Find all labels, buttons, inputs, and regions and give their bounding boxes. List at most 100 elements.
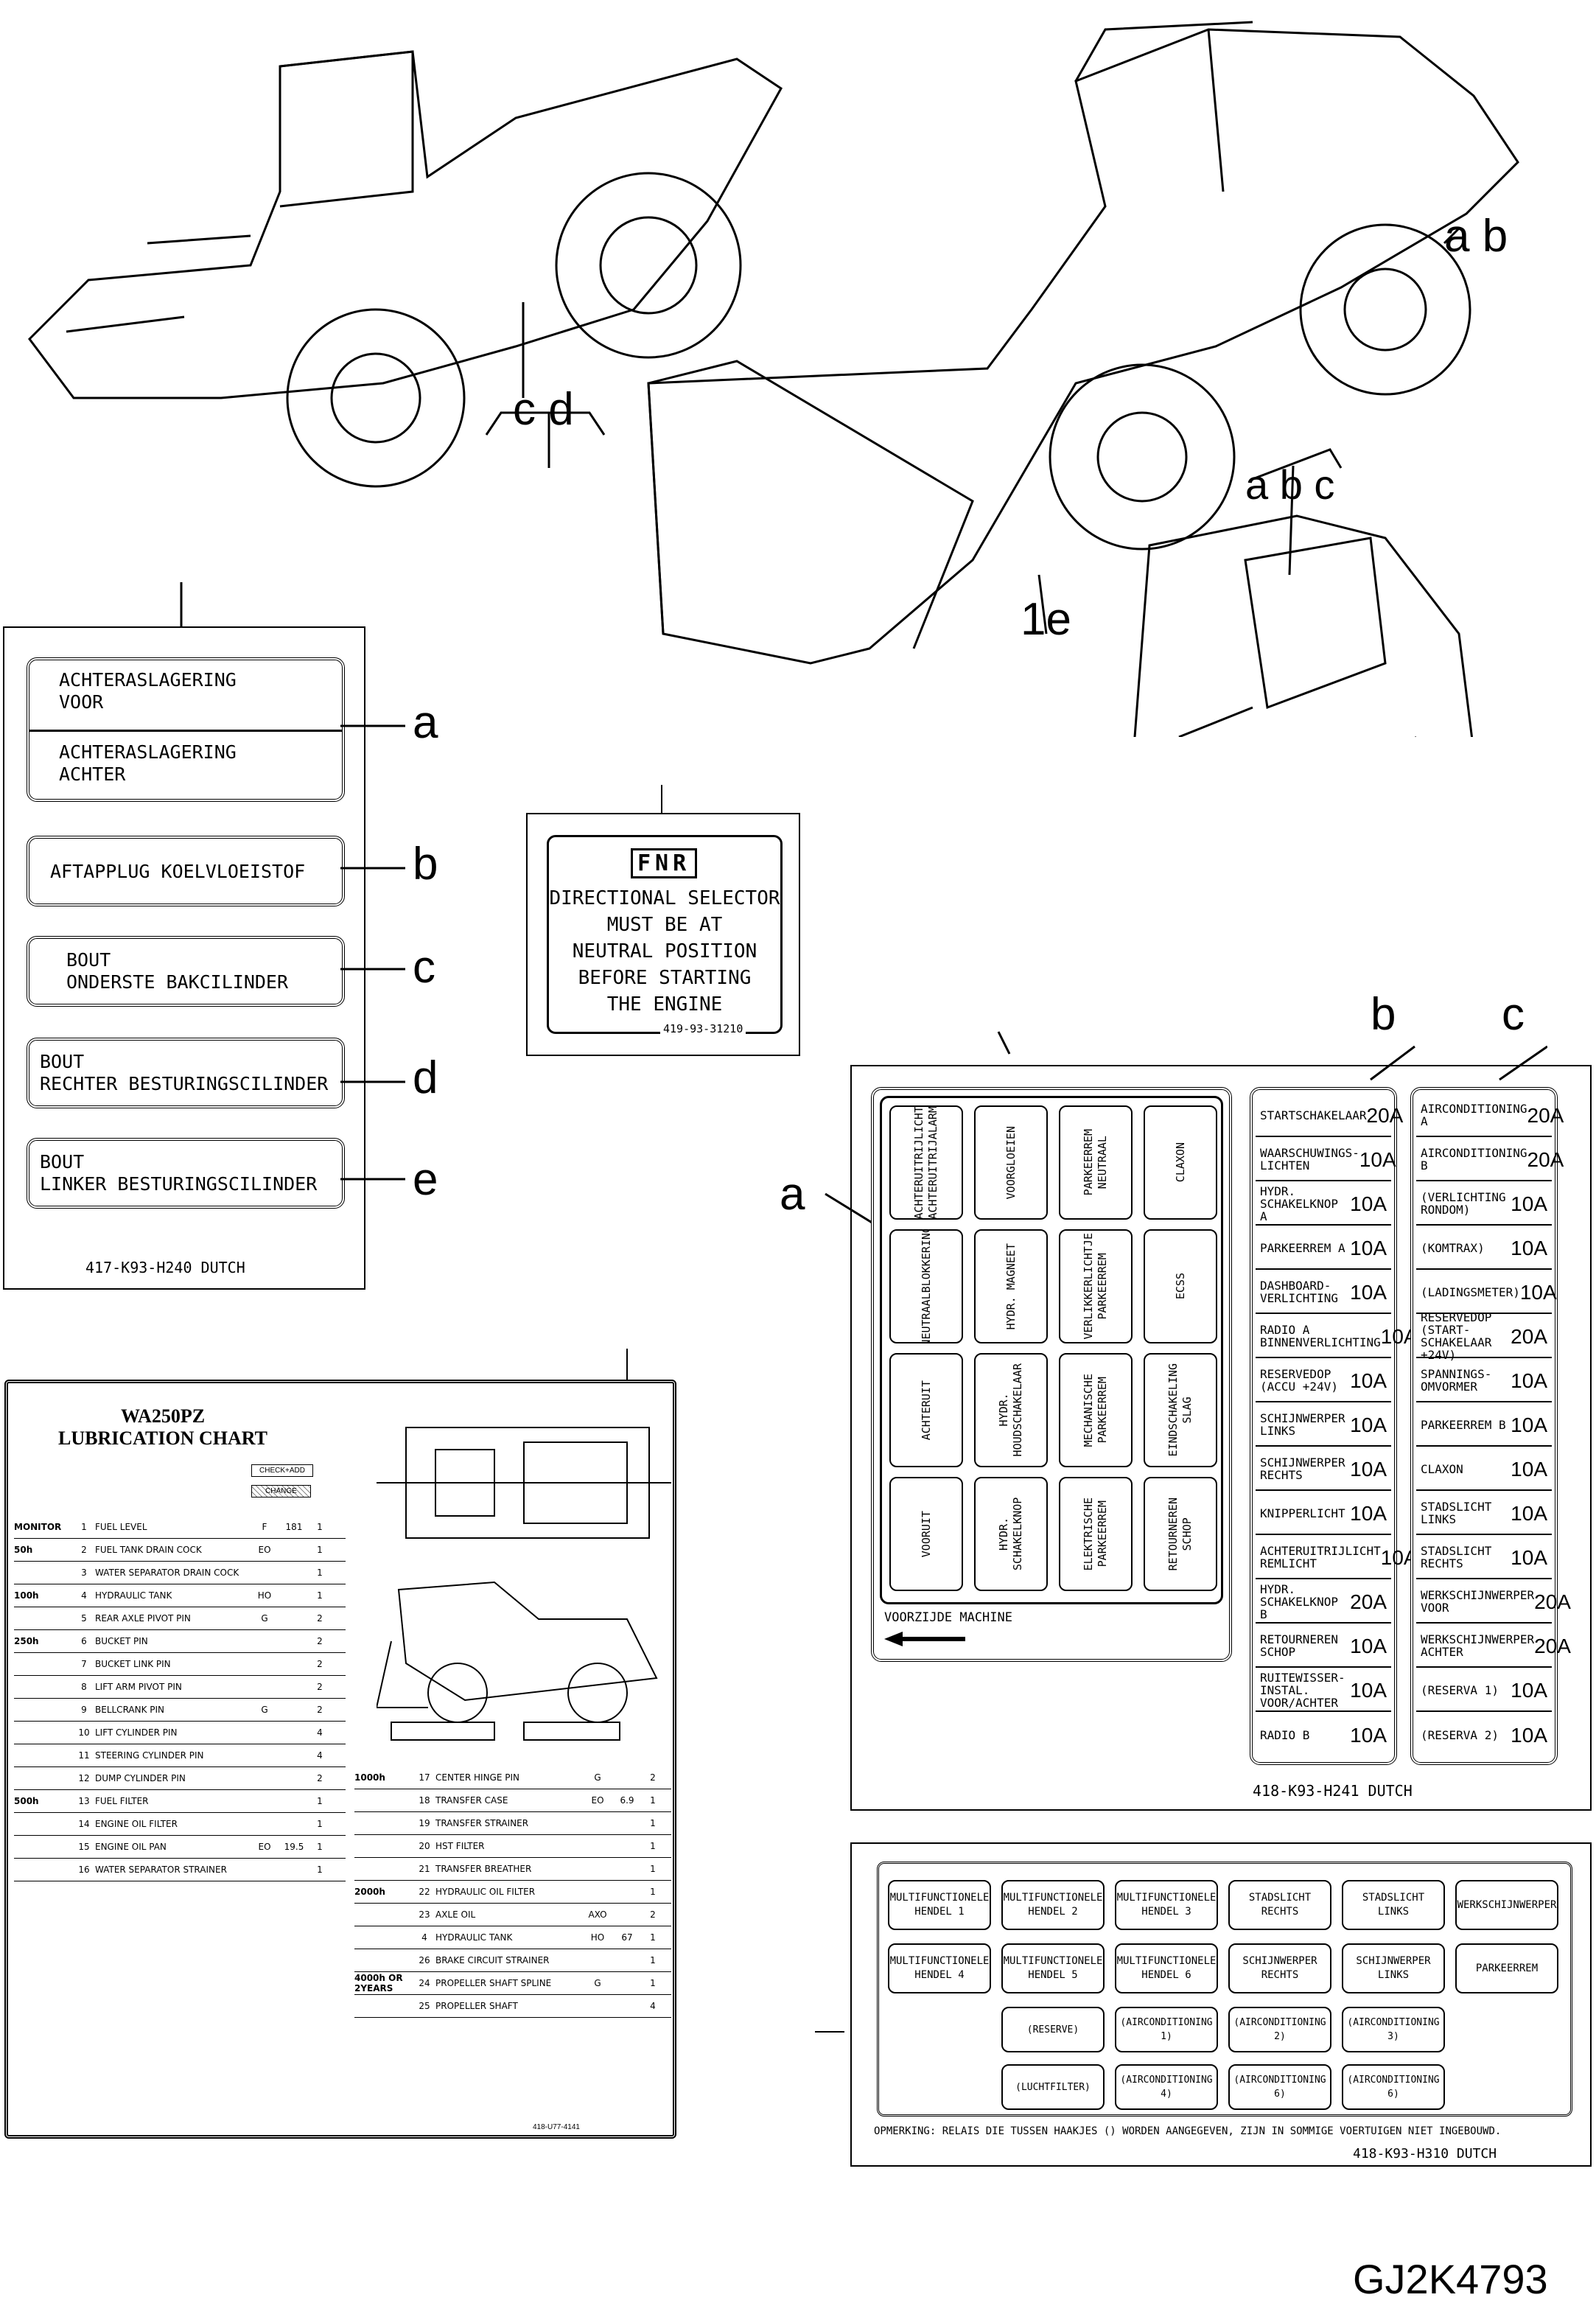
fuse-row: (VERLICHTING RONDOM)10A [1416,1183,1552,1226]
lube-no: 6 [81,1636,87,1646]
fuse-label: KNIPPERLICHT [1260,1506,1345,1520]
fuse-label: RUITEWISSER- INSTAL. VOOR/ACHTER [1260,1670,1345,1710]
fuse-label: (LADINGSMETER) [1421,1285,1520,1299]
lube-lub: G [594,1978,601,1988]
lube-item: DUMP CYLINDER PIN [95,1773,186,1783]
lube-pts: 2 [317,1705,323,1715]
lube-item: LIFT ARM PIVOT PIN [95,1682,182,1692]
lube-item: HYDRAULIC OIL FILTER [435,1887,536,1897]
fuse-label: STARTSCHAKELAAR [1260,1108,1367,1122]
fuse-amp: 10A [1350,1192,1387,1215]
relay-box: PARKEERREM NEUTRAAL [1059,1105,1133,1220]
lube-no: 20 [419,1841,430,1851]
callout-cd: c d [513,384,574,435]
relay-box: ACHTERUIT [889,1353,963,1467]
machine-illustrations [28,21,1519,737]
lube-item: LIFT CYLINDER PIN [95,1727,178,1738]
lube-no: 24 [419,1978,430,1988]
lube-no: 25 [419,2001,430,2011]
lube-item: BELLCRANK PIN [95,1705,165,1715]
fuse-label: PARKEERREM B [1421,1417,1506,1432]
relay-box: (LUCHTFILTER) [1001,2064,1105,2110]
fuse-amp: 10A [1511,1457,1547,1481]
lube-no: 14 [78,1819,90,1829]
fuse-label: WAARSCHUWINGS- LICHTEN [1260,1146,1359,1173]
fuse-label: (RESERVA 2) [1421,1727,1499,1742]
lube-pts: 2 [650,1772,656,1783]
lube-qty: 6.9 [620,1795,634,1806]
lube-no: 12 [78,1773,90,1783]
lube-pts: 2 [317,1613,323,1624]
legend-check-add: CHECK+ADD [251,1464,313,1477]
fuse-label: ACHTERUITRIJLICHT REMLICHT [1260,1544,1381,1570]
lube-item: WATER SEPARATOR DRAIN COCK [95,1568,239,1578]
lube-no: 15 [78,1842,90,1852]
lube-group: MONITOR [14,1522,62,1532]
fuse-row: KNIPPERLICHT 10A [1256,1492,1391,1535]
fuse-label: RADIO B [1260,1727,1310,1742]
lube-no: 17 [419,1772,430,1783]
fuse-amp: 10A [1350,1678,1387,1702]
relay-box: (AIRCONDITIONING 3) [1342,2007,1445,2052]
label-code: 417-K93-H240 DUTCH [85,1259,245,1276]
lube-item: HST FILTER [435,1841,485,1851]
label-417-leaders [180,582,405,1181]
fuse-amp: 10A [1511,1501,1547,1525]
lube-no: 8 [81,1682,87,1692]
lube-item: CENTER HINGE PIN [435,1772,519,1783]
fnr-code: 419-93-31210 [660,1022,746,1035]
fuse-label: SPANNINGS- OMVORMER [1421,1367,1492,1394]
relay-box: RETOURNEREN SCHOP [1144,1477,1217,1591]
letter-a: a [780,1169,805,1220]
lube-no: 1 [81,1522,87,1532]
lube-lub: G [261,1705,268,1715]
label-417-panel: ACHTERASLAGERING VOOR ACHTERASLAGERING A… [3,626,365,1290]
lube-lub: AXO [588,1909,607,1920]
lube-qty: 67 [621,1932,633,1943]
lube-no: 11 [78,1750,90,1761]
fuse-label: RETOURNEREN SCHOP [1260,1632,1338,1659]
fuse-amp: 10A [1350,1501,1387,1525]
label-bucket-cyl-bolt: BOUT ONDERSTE BAKCILINDER [27,936,345,1007]
lube-lub: HO [590,1932,605,1943]
lube-pts: 1 [650,1955,656,1965]
label-left-steer-bolt: BOUT LINKER BESTURINGSCILINDER [27,1138,345,1209]
fuse-label: AIRCONDITIONING B [1421,1146,1527,1173]
relay-box: (AIRCONDITIONING 2) [1228,2007,1331,2052]
front-note: VOORZIJDE MACHINE [884,1610,1012,1625]
relay-box: MULTIFUNCTIONELE HENDEL 6 [1115,1943,1218,1993]
fuse-label: HYDR. SCHAKELKNOP B [1260,1582,1338,1621]
fnr-badge: FNR [631,848,698,878]
label-text: BOUT LINKER BESTURINGSCILINDER [40,1151,318,1195]
fuse-label: RESERVEDOP (ACCU +24V) [1260,1367,1338,1394]
fuse-label: STADSLICHT RECHTS [1421,1544,1492,1570]
lube-no: 3 [81,1568,87,1578]
lube-no: 21 [419,1864,430,1874]
fuse-label: CLAXON [1421,1461,1463,1476]
fuse-amp: 20A [1350,1590,1387,1613]
lube-pts: 1 [317,1545,323,1555]
relay-box: VERLIKKERLICHTJE PARKEERREM [1059,1229,1133,1343]
